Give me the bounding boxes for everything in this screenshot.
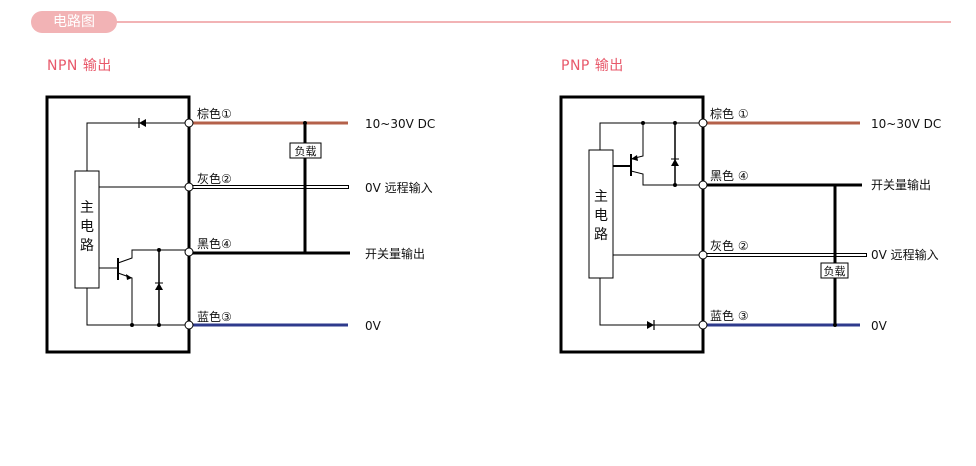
svg-text:主: 主: [594, 189, 608, 205]
pnp-load-box: 负载: [820, 262, 849, 279]
pnp-title: PNP 输出: [561, 58, 624, 74]
npn-main-circuit: 主 电 路: [74, 170, 100, 289]
npn-terminal-1: [184, 118, 194, 128]
svg-text:负载: 负载: [824, 264, 846, 278]
svg-text:路: 路: [80, 238, 94, 254]
svg-text:主: 主: [80, 200, 94, 216]
pnp-terminal-3: [698, 320, 708, 330]
npn-diagram: 负载 主 电 路: [45, 95, 435, 354]
pnp-diode-icon: [647, 320, 655, 330]
pnp-signal-power: 10~30V DC: [871, 117, 941, 131]
npn-signal-output: 开关量输出: [365, 246, 425, 261]
pnp-housing: [559, 95, 705, 354]
pnp-terminal-1: [698, 118, 708, 128]
svg-text:电: 电: [594, 208, 608, 224]
pnp-wire-label-blue: 蓝色 ③: [710, 309, 749, 323]
npn-wire-label-brown: 棕色①: [197, 106, 232, 121]
npn-signal-power: 10~30V DC: [365, 117, 435, 131]
npn-protect-diode-icon: [130, 248, 163, 327]
pnp-signal-output: 开关量输出: [871, 177, 931, 192]
npn-housing: [45, 95, 191, 354]
npn-terminal-2: [184, 182, 194, 192]
pnp-diagram: 负载 主 电 路: [559, 95, 941, 354]
pnp-transistor-icon: [613, 123, 703, 186]
npn-load-box: 负载: [289, 142, 322, 159]
svg-text:路: 路: [594, 227, 608, 243]
npn-title: NPN 输出: [47, 58, 112, 74]
npn-signal-remote: 0V 远程输入: [365, 180, 433, 195]
pnp-main-circuit: 主 电 路: [588, 149, 614, 279]
npn-diode-icon: [138, 118, 146, 128]
svg-text:负载: 负载: [295, 144, 317, 158]
npn-terminal-4: [184, 247, 194, 257]
pnp-terminal-4: [698, 180, 708, 190]
npn-wire-label-blue: 蓝色③: [197, 310, 232, 324]
npn-wire-label-black: 黑色④: [197, 237, 232, 251]
pnp-signal-remote: 0V 远程输入: [871, 247, 939, 262]
pnp-terminal-2: [698, 250, 708, 260]
npn-wire-label-gray: 灰色②: [197, 172, 232, 186]
pnp-wire-label-black: 黑色 ④: [710, 169, 749, 183]
npn-signal-0v: 0V: [365, 319, 382, 333]
npn-transistor-icon: [99, 249, 189, 325]
svg-text:电: 电: [80, 219, 94, 235]
pnp-signal-0v: 0V: [871, 319, 888, 333]
header-divider: [116, 21, 951, 23]
pnp-wire-label-brown: 棕色 ①: [710, 106, 749, 121]
pnp-wire-label-gray: 灰色 ②: [710, 239, 749, 253]
section-header-badge: 电路图: [31, 11, 117, 33]
npn-terminal-3: [184, 320, 194, 330]
pnp-protect-diode-icon: [671, 123, 679, 187]
